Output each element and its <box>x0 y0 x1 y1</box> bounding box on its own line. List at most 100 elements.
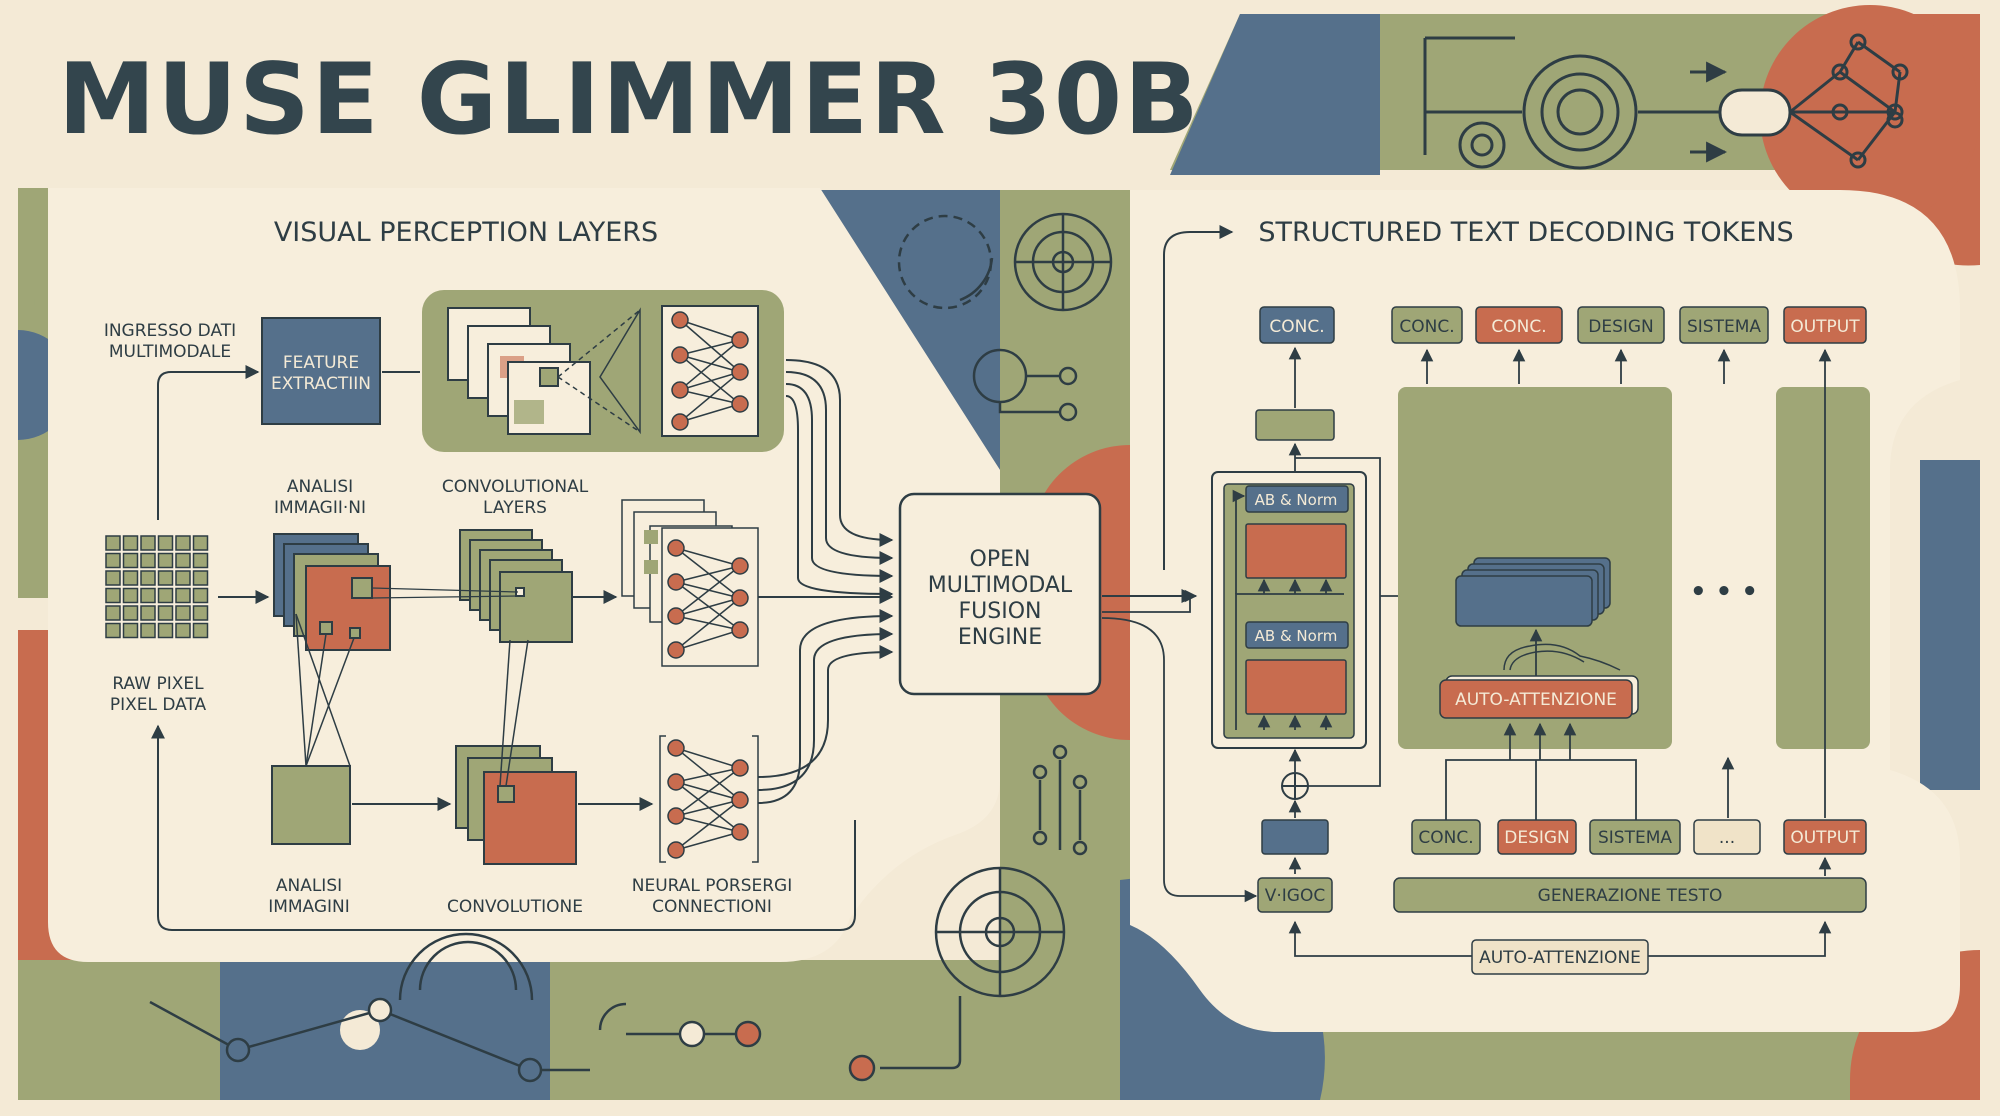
pixel-cell <box>175 552 191 569</box>
bottom-token-design <box>1497 819 1577 855</box>
pixel-cell <box>192 605 209 621</box>
pixel-cell <box>175 587 191 604</box>
neural-connection-line1: NEURAL PORSERGI <box>632 876 793 896</box>
feature-extraction-line2: EXTRACTIIN <box>271 374 371 394</box>
gear-network-icon <box>1423 33 1909 170</box>
norm-label-top: AB & Norm <box>1255 491 1338 509</box>
bottom-token-label: OUTPUT <box>1790 828 1860 848</box>
raw-pixel-line2: PIXEL DATA <box>110 695 207 715</box>
pixel-cell <box>175 605 191 621</box>
pixel-cell <box>157 570 174 586</box>
pixel-cell <box>157 552 174 569</box>
pixel-cell <box>157 605 174 621</box>
pixel-cell <box>105 587 121 604</box>
pixel-cell <box>175 535 191 551</box>
bottom-token-label: CONC. <box>1418 828 1473 848</box>
self-attention-bottom-box <box>1471 939 1649 975</box>
pixel-cell <box>157 535 174 551</box>
pixel-cell <box>192 622 209 639</box>
pixel-cell <box>140 622 156 639</box>
center-gear-icons <box>848 212 1113 1082</box>
self-attention-inner-label: AUTO-ATTENZIONE <box>1455 690 1617 710</box>
pixel-cell <box>105 535 121 551</box>
image-stack-panel <box>422 290 784 452</box>
top-token-conc-2 <box>1391 306 1463 344</box>
pixel-cell <box>122 552 139 569</box>
input-token-label: V·IGOC <box>1265 886 1325 906</box>
neural-network-icon-top <box>671 311 749 431</box>
pixel-cell <box>140 535 156 551</box>
pixel-cell <box>192 552 209 569</box>
top-token-row: CONC. CONC. CONC. DESIGN SISTEMA OUTPUT <box>1259 306 1867 344</box>
decoder-block <box>1211 409 1367 855</box>
fusion-engine-line3: FUSION <box>959 599 1042 624</box>
top-token-label: CONC. <box>1491 317 1546 337</box>
pixel-cell <box>140 587 156 604</box>
top-token-label: DESIGN <box>1588 317 1654 337</box>
pixel-cell <box>157 587 174 604</box>
ellipsis-indicator: • • • <box>1690 577 1758 607</box>
top-token-design <box>1577 306 1665 344</box>
analysis-bottom-box <box>271 765 351 845</box>
analysis-image-stack <box>273 533 391 651</box>
pixel-cell <box>192 570 209 586</box>
conv-layers-line1: CONVOLUTIONAL <box>442 477 589 497</box>
neural-network-icon-middle <box>621 499 759 667</box>
fusion-engine-line2: MULTIMODAL <box>928 573 1073 598</box>
fusion-engine-line4: ENGINE <box>958 625 1042 650</box>
text-decoding-heading: STRUCTURED TEXT DECODING TOKENS <box>1258 217 1793 248</box>
pixel-cell <box>105 570 121 586</box>
pixel-cell <box>175 622 191 639</box>
pixel-cell <box>122 587 139 604</box>
pixel-cell <box>157 622 174 639</box>
top-token-output <box>1783 306 1867 344</box>
background-shapes <box>18 5 1980 1100</box>
conv-layer-stack-bottom <box>455 639 577 865</box>
self-attention-bottom-label: AUTO-ATTENZIONE <box>1479 948 1641 968</box>
pixel-cell <box>122 622 139 639</box>
generation-bar <box>1393 877 1867 913</box>
generation-bar-label: GENERAZIONE TESTO <box>1538 886 1723 906</box>
top-token-conc-3 <box>1475 306 1563 344</box>
pixel-cell <box>192 587 209 604</box>
attention-block <box>1398 387 1870 749</box>
page-title: MUSE GLIMMER 30B <box>58 43 1201 157</box>
connection-lines-analysis <box>295 613 355 767</box>
input-label-line2: MULTIMODALE <box>109 342 231 362</box>
pixel-cell <box>105 622 121 639</box>
analysis-top-line2: IMMAGII·NI <box>274 498 366 518</box>
top-token-label: OUTPUT <box>1790 317 1860 337</box>
top-token-label: SISTEMA <box>1687 317 1761 337</box>
analysis-bottom-line2: IMMAGINI <box>268 897 350 917</box>
norm-label-bottom: AB & Norm <box>1255 627 1338 645</box>
top-token-sistema <box>1679 306 1769 344</box>
fusion-engine-box <box>898 492 1102 696</box>
bottom-token-label: ... <box>1719 828 1735 848</box>
neural-network-icon-bottom <box>659 735 759 863</box>
pixel-cell <box>105 605 121 621</box>
bottom-token-row: CONC. DESIGN SISTEMA ... OUTPUT <box>1411 819 1867 855</box>
analysis-top-line1: ANALISI <box>287 477 353 497</box>
conv-layer-stack-top <box>371 529 573 643</box>
feature-extraction-box <box>261 317 381 425</box>
pixel-cell <box>192 535 209 551</box>
pixel-cell <box>122 605 139 621</box>
bottom-token-label: SISTEMA <box>1598 828 1672 848</box>
bottom-circuit-lines <box>149 932 762 1083</box>
top-token-label: CONC. <box>1269 317 1324 337</box>
conv-layers-line2: LAYERS <box>483 498 547 518</box>
input-token-box <box>1257 877 1333 913</box>
pixel-cell <box>140 605 156 621</box>
heading-arrow <box>1163 225 1234 570</box>
bottom-token-output <box>1783 819 1867 855</box>
bottom-token-ellipsis <box>1693 819 1761 855</box>
bottom-token-label: DESIGN <box>1504 828 1570 848</box>
analysis-bottom-line1: ANALISI <box>276 876 342 896</box>
top-token-label: CONC. <box>1399 317 1454 337</box>
bottom-token-sistema <box>1589 819 1681 855</box>
pixel-cell <box>175 570 191 586</box>
neural-connection-line2: CONNECTIONI <box>652 897 772 917</box>
pixel-cell <box>122 570 139 586</box>
